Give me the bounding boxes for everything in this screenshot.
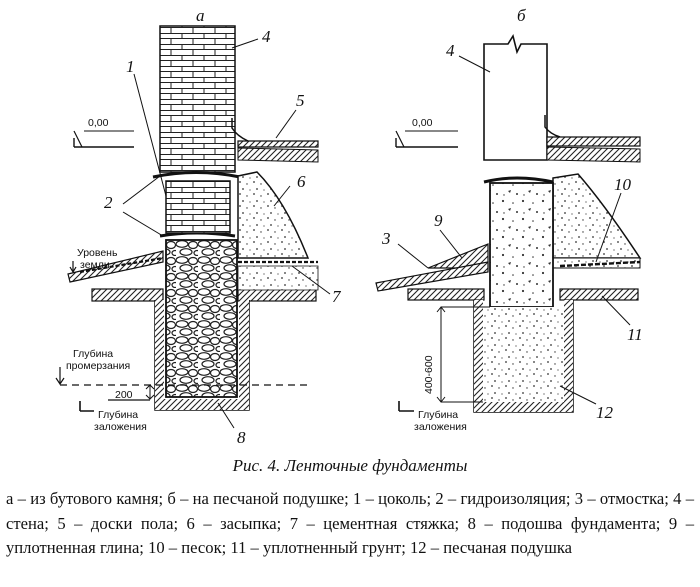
backfill <box>237 171 310 259</box>
compacted-soil <box>559 288 639 301</box>
blind-area-a <box>67 250 164 283</box>
callout-6: 6 <box>297 172 306 191</box>
callout-5: 5 <box>296 91 305 110</box>
brick-wall-upper <box>159 25 236 173</box>
blind-area-b <box>375 261 489 292</box>
callout-7: 7 <box>332 287 342 306</box>
ground-level-line1: Уровень <box>77 247 118 259</box>
level-zero-b: 0,00 <box>412 117 433 129</box>
callout-8: 8 <box>237 428 246 447</box>
callout-10: 10 <box>614 175 632 194</box>
laying-depth-a-line2: заложения <box>94 421 147 433</box>
sand-cushion <box>483 307 564 402</box>
callout-9: 9 <box>434 211 443 230</box>
ground-level-line2: земли <box>80 259 110 271</box>
callout-12: 12 <box>596 403 614 422</box>
variant-b-drawing: б <box>375 6 643 433</box>
variant-a-drawing: а <box>55 6 342 447</box>
level-zero-a: 0,00 <box>88 117 109 129</box>
concrete-foundation-block <box>489 182 554 308</box>
figure-caption: Рис. 4. Ленточные фундаменты <box>232 456 468 475</box>
freezing-depth-line2: промерзания <box>66 360 130 372</box>
laying-depth-b-line1: Глубина <box>418 409 458 421</box>
laying-depth-a-line1: Глубина <box>98 409 138 421</box>
waterproofing-upper <box>152 171 241 179</box>
rubble-stone-foundation <box>165 239 238 398</box>
foundation-sole <box>155 399 249 410</box>
callout-11: 11 <box>627 325 643 344</box>
figure-legend: а – из бутового камня; б – на песчаной п… <box>6 489 694 557</box>
callout-1: 1 <box>126 57 135 76</box>
callout-4-b: 4 <box>446 41 455 60</box>
dim-200: 200 <box>115 389 133 401</box>
foundation-drawing: а <box>55 6 643 447</box>
variant-b-label: б <box>517 6 526 25</box>
callout-3: 3 <box>381 229 391 248</box>
plinth <box>165 180 231 234</box>
dim-400-600: 400-600 <box>423 355 435 394</box>
floor-boards <box>237 140 319 148</box>
callout-2: 2 <box>104 193 113 212</box>
variant-a-label: а <box>196 6 205 25</box>
wall-b <box>483 33 548 161</box>
laying-depth-b-line2: заложения <box>414 421 467 433</box>
callout-4-a: 4 <box>262 27 271 46</box>
freezing-depth-line1: Глубина <box>73 348 113 360</box>
